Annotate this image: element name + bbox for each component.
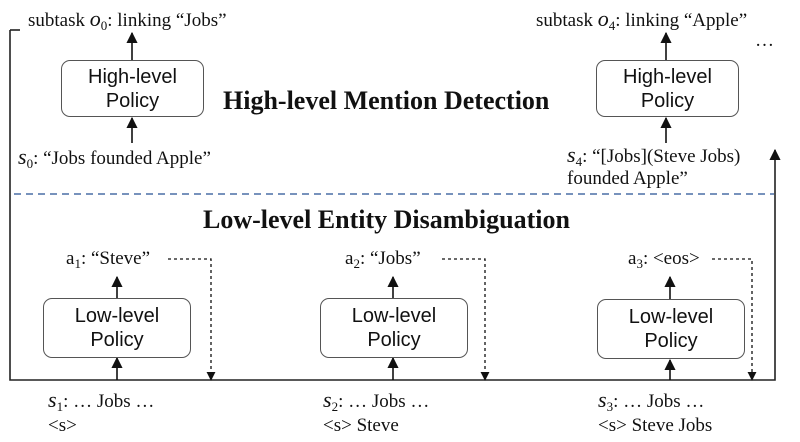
action-a1-label: a1: “Steve”	[66, 248, 151, 271]
high-level-policy-left: High-level Policy	[61, 60, 204, 117]
state-s3-label: s3: … Jobs …	[598, 387, 705, 415]
state-s0-label: s0: “Jobs founded Apple”	[18, 144, 211, 172]
subtask-ellipsis: …	[755, 30, 774, 51]
low-policy-line2: Policy	[644, 330, 698, 352]
action-a2-label: a2: “Jobs”	[345, 248, 421, 271]
high-policy-line1: High-level	[88, 65, 177, 88]
low-policy-line1: Low-level	[628, 306, 714, 328]
low-level-policy-1: Low-level Policy	[43, 298, 191, 358]
dashed-feedback-a2	[442, 258, 490, 381]
high-policy-line2: Policy	[640, 89, 695, 112]
heading-high-level-mention-detection: High-level Mention Detection	[223, 86, 550, 115]
subtask-o4-label: subtask o4: linking “Apple”	[536, 6, 748, 34]
state-s2-context: <s> Steve	[323, 415, 399, 436]
dashed-feedback-a1	[168, 258, 216, 381]
high-policy-line2: Policy	[105, 89, 160, 112]
low-policy-line1: Low-level	[351, 305, 437, 327]
state-s1-context: <s>	[48, 415, 77, 436]
high-level-policy-right: High-level Policy	[596, 60, 739, 117]
low-level-policy-3: Low-level Policy	[597, 299, 745, 359]
action-a3-label: a3: <eos>	[628, 248, 700, 271]
high-policy-line1: High-level	[623, 65, 712, 88]
state-s4-label-line2: founded Apple”	[567, 168, 688, 189]
state-s2-label: s2: … Jobs …	[323, 387, 430, 415]
low-policy-line2: Policy	[90, 329, 144, 351]
low-policy-line2: Policy	[367, 329, 421, 351]
subtask-o0-label: subtask o0: linking “Jobs”	[28, 6, 227, 34]
state-s1-label: s1: … Jobs …	[48, 387, 155, 415]
heading-low-level-entity-disambiguation: Low-level Entity Disambiguation	[203, 205, 570, 234]
state-s3-context: <s> Steve Jobs	[598, 415, 713, 436]
state-s4-label: s4: “[Jobs](Steve Jobs)	[567, 142, 741, 170]
dashed-feedback-a3	[712, 258, 757, 381]
low-policy-line1: Low-level	[74, 305, 160, 327]
low-level-policy-2: Low-level Policy	[320, 298, 468, 358]
